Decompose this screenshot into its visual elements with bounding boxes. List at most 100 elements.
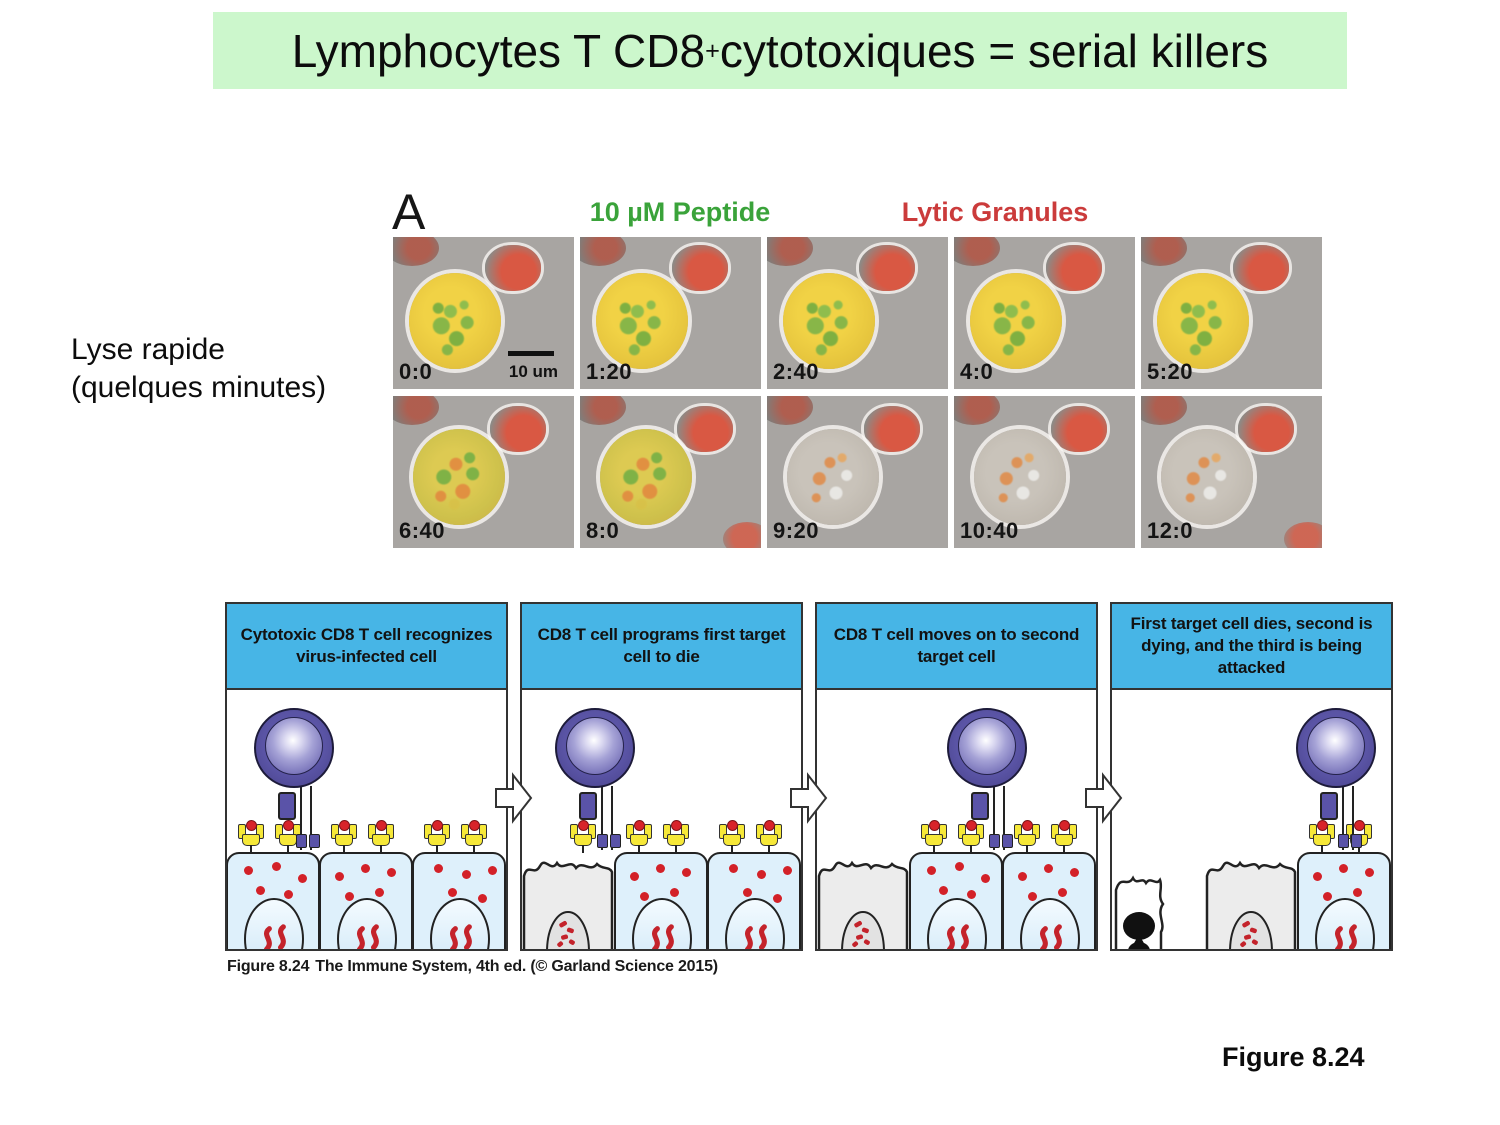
killer-cell	[1238, 406, 1294, 452]
infected-target-cell	[319, 852, 413, 949]
peptide-dot	[469, 820, 480, 831]
timestamp: 9:20	[773, 518, 820, 543]
diagram-panel-4: First target cell dies, second is dying,…	[1110, 602, 1393, 951]
killer-cell	[672, 245, 728, 291]
figure-panel-label: A	[392, 184, 426, 240]
bystander-cell	[1141, 396, 1187, 425]
micro-frame: 10:40	[954, 396, 1135, 548]
diagram-panel-1: Cytotoxic CD8 T cell recognizes virus-in…	[225, 602, 508, 951]
mhc-molecule	[1014, 820, 1041, 853]
micro-frame: 6:40	[393, 396, 574, 548]
arrow-right-icon	[495, 772, 533, 824]
mhc-molecule	[331, 820, 358, 853]
infected-target-cell	[412, 852, 506, 949]
diagram-panels: Cytotoxic CD8 T cell recognizes virus-in…	[225, 602, 1393, 951]
panel-body	[1112, 690, 1391, 949]
killer-cell	[1233, 245, 1289, 291]
micro-frame: 1:20	[580, 237, 761, 389]
target-cell	[1161, 429, 1253, 525]
title-text: Lymphocytes T CD8	[291, 24, 706, 77]
mhc-molecule	[238, 820, 265, 853]
bystander-cell	[954, 237, 1000, 266]
bystander-cell	[723, 522, 761, 548]
timestamp: 4:0	[960, 359, 994, 384]
timestamp: 10:40	[960, 518, 1019, 543]
lytic-granules-label: Lytic Granules	[901, 197, 1089, 227]
mhc-molecule	[424, 820, 451, 853]
killer-cell	[677, 406, 733, 452]
panel-title: CD8 T cell moves on to second target cel…	[817, 604, 1096, 690]
bystander-cell	[580, 396, 626, 425]
timestamp: 12:0	[1147, 518, 1194, 543]
killer-cell	[859, 245, 915, 291]
timestamp: 1:20	[586, 359, 633, 384]
peptide-dot	[246, 820, 257, 831]
mhc-molecule	[626, 820, 653, 853]
target-cell	[787, 429, 879, 525]
diagram-panel-3: CD8 T cell moves on to second target cel…	[815, 602, 1098, 951]
micro-frame: 2:40	[767, 237, 948, 389]
mhc-molecule	[756, 820, 783, 853]
side-note-line-2: (quelques minutes)	[71, 370, 327, 404]
timestamp: 8:0	[586, 518, 620, 543]
scale-bar	[508, 351, 554, 356]
mhc-molecule	[1051, 820, 1078, 853]
bystander-cell	[393, 396, 439, 425]
microscopy-figure: A 10 µM Peptide Lytic Granules 10 um 0:0…	[390, 184, 1330, 555]
infected-target-cell	[1297, 852, 1391, 949]
micro-frame: 4:0	[954, 237, 1135, 389]
panel-body	[817, 690, 1096, 949]
target-cell	[596, 273, 688, 369]
micro-frame: 8:0	[580, 396, 761, 548]
killer-cell	[490, 406, 546, 452]
target-cell	[600, 429, 692, 525]
dying-target-cell	[817, 860, 909, 949]
target-cell	[413, 429, 505, 525]
micro-frame: 10 um 0:0	[393, 237, 574, 389]
timestamp: 6:40	[399, 518, 446, 543]
mhc-molecule	[368, 820, 395, 853]
bystander-cell	[580, 237, 626, 266]
micro-frame: 12:0	[1141, 396, 1322, 548]
cell-nucleus	[337, 898, 397, 949]
target-cell	[783, 273, 875, 369]
mhc-molecule	[958, 820, 985, 853]
scale-bar-label: 10 um	[508, 362, 558, 381]
infected-target-cell	[707, 852, 801, 949]
bystander-cell	[1141, 237, 1187, 266]
t-cell-nucleus	[265, 717, 323, 775]
target-cell	[974, 429, 1066, 525]
target-cell	[970, 273, 1062, 369]
micro-frame: 9:20	[767, 396, 948, 548]
arrow-right-icon	[1085, 772, 1123, 824]
timestamp: 2:40	[773, 359, 820, 384]
diagram-panel-2: CD8 T cell programs first target cell to…	[520, 602, 803, 951]
mhc-molecule	[663, 820, 690, 853]
mhc-molecule	[719, 820, 746, 853]
side-note-line-1: Lyse rapide	[71, 333, 225, 366]
killer-cell	[485, 245, 541, 291]
apoptotic-body	[1123, 912, 1155, 940]
arrow-right-icon	[790, 772, 828, 824]
figure-caption-source: The Immune System, 4th ed. (© Garland Sc…	[315, 958, 718, 975]
tcr-contact	[296, 834, 307, 848]
title-text-rest: cytotoxiques = serial killers	[719, 24, 1269, 77]
dying-target-cell	[522, 860, 614, 949]
micro-frame: 5:20	[1141, 237, 1322, 389]
side-note: Lyse rapide (quelques minutes)	[71, 331, 326, 406]
infected-target-cell	[909, 852, 1003, 949]
slide-title: Lymphocytes T CD8+ cytotoxiques = serial…	[213, 12, 1347, 89]
cell-nucleus	[244, 898, 304, 949]
peptide-label: 10 µM Peptide	[589, 197, 771, 227]
infected-target-cell	[1002, 852, 1096, 949]
peptide-dot	[283, 820, 294, 831]
bystander-cell	[1284, 522, 1322, 548]
timelapse-grid: 10 um 0:0 1:20 2:40 4:0	[393, 237, 1322, 548]
virus-particle	[244, 866, 253, 875]
dying-target-cell	[1205, 860, 1297, 949]
peptide-dot	[432, 820, 443, 831]
infected-target-cell	[227, 852, 320, 949]
peptide-dot	[376, 820, 387, 831]
